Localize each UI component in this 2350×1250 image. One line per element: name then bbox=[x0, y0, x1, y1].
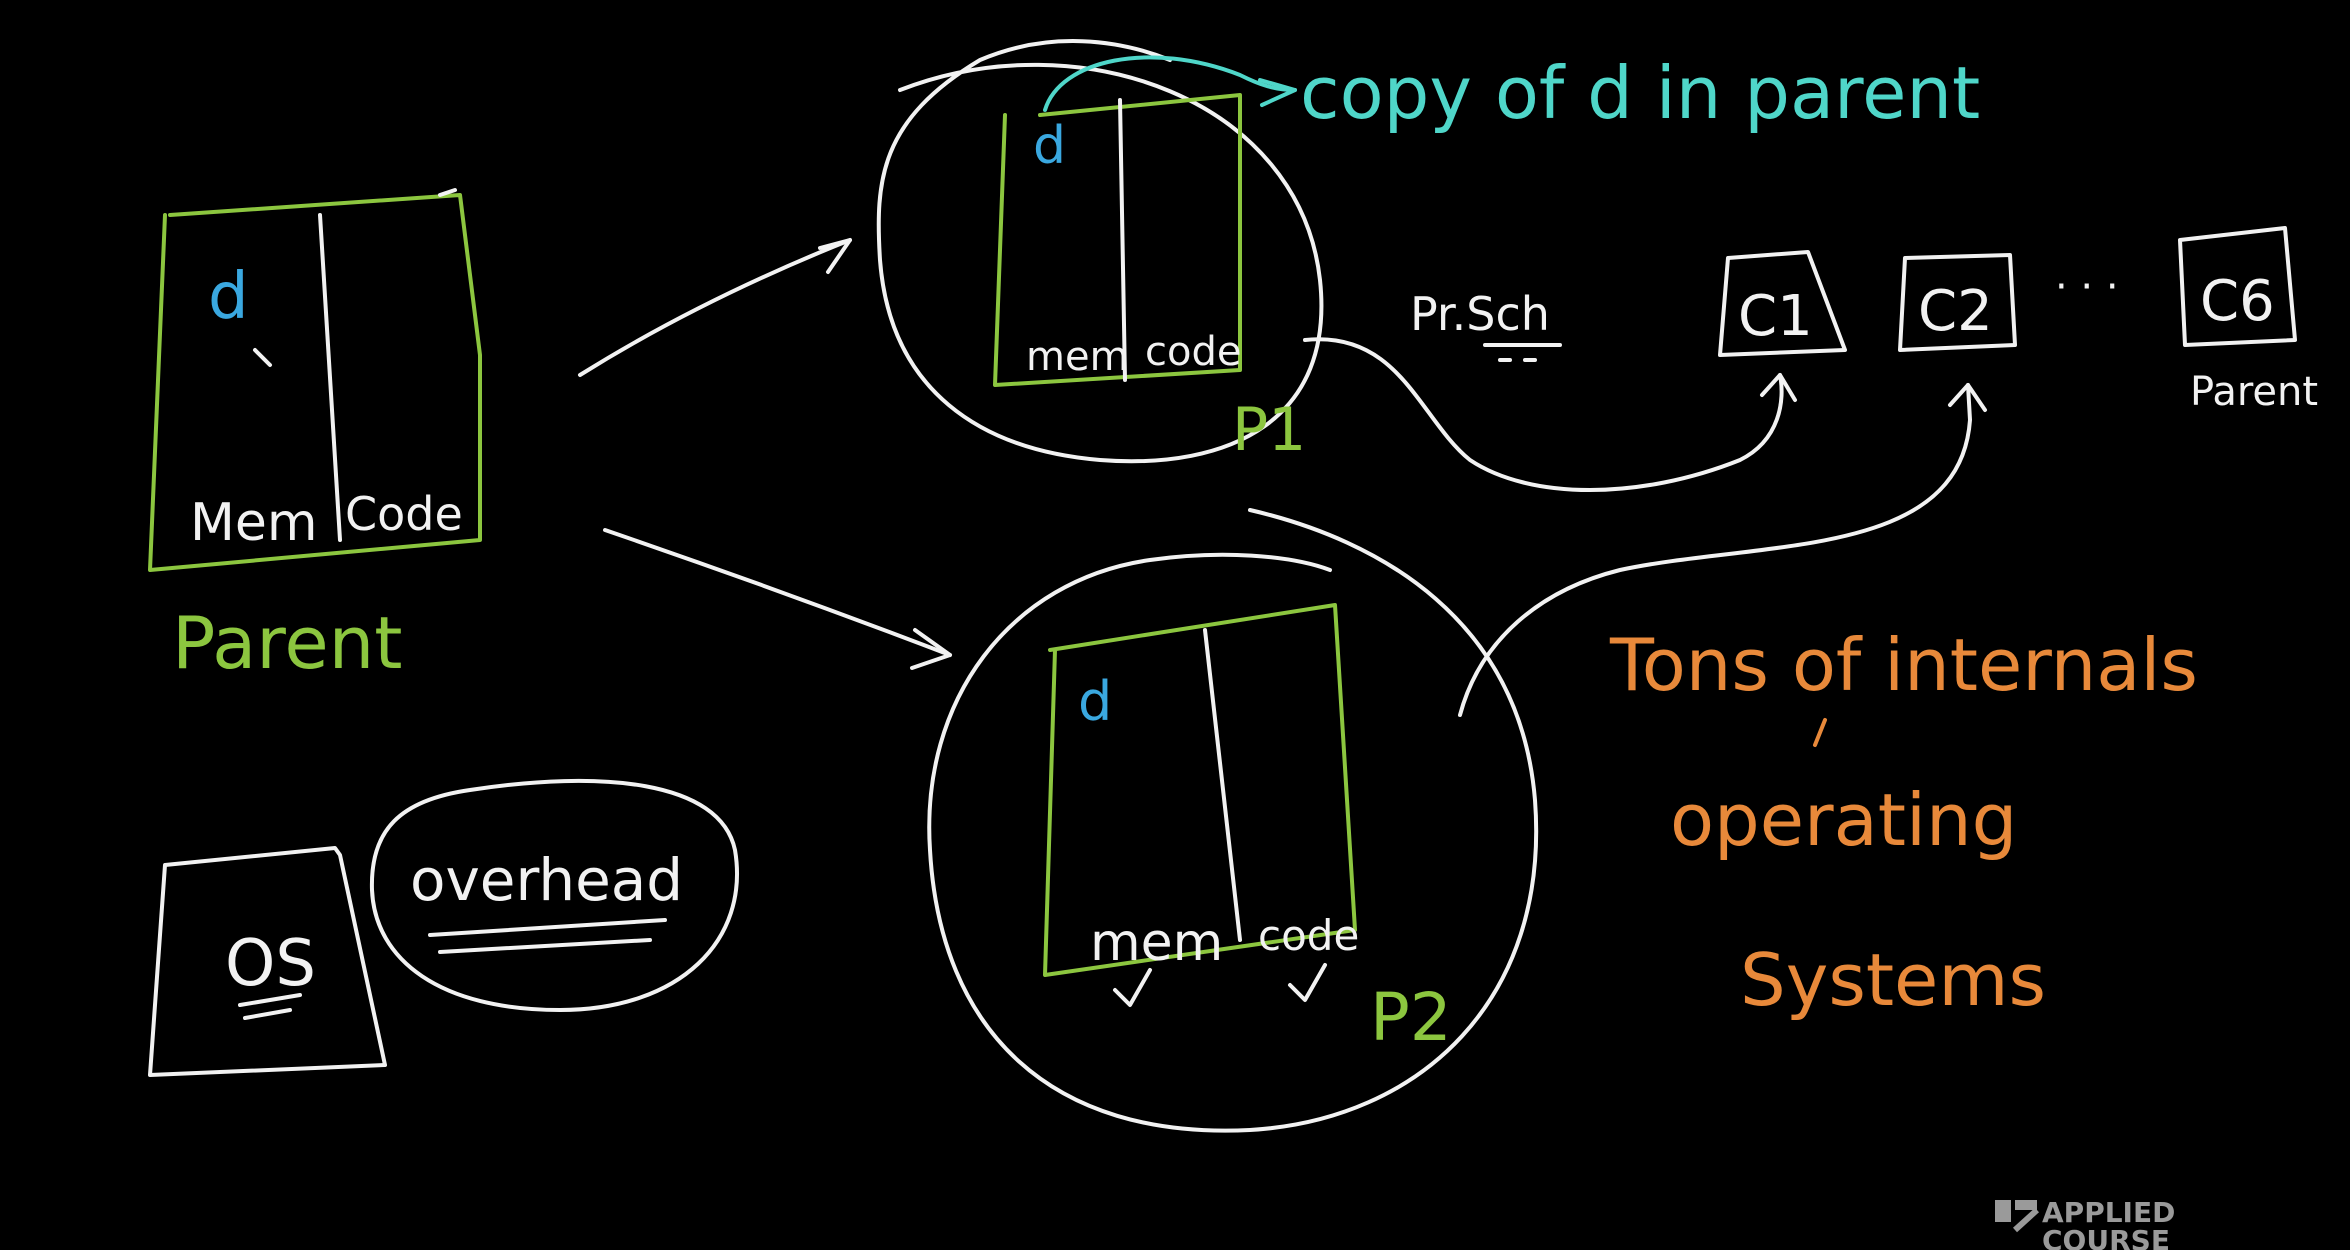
applied-course-logo: APPLIED COURSE bbox=[1995, 1196, 2175, 1250]
p2-code-label: code bbox=[1258, 911, 1359, 960]
os-box: OS bbox=[148, 846, 387, 1077]
p1-process: d mem code P1 bbox=[876, 39, 1324, 465]
note-line-1: Tons of internals bbox=[1609, 623, 2198, 707]
arrow-parent-to-p2 bbox=[603, 528, 952, 657]
parent-label: Parent bbox=[172, 601, 402, 685]
p2-process: d mem code P2 bbox=[927, 508, 1539, 1133]
core-c1-label: C1 bbox=[1738, 284, 1813, 349]
core-c1: C1 bbox=[1718, 250, 1847, 357]
note-line-2: operating bbox=[1670, 778, 2017, 862]
p2-var-d: d bbox=[1078, 670, 1112, 733]
core-c2-label: C2 bbox=[1918, 279, 1993, 344]
core-c2: C2 bbox=[1898, 253, 2017, 352]
os-label: OS bbox=[225, 927, 316, 1001]
arrow-p1-to-c1 bbox=[1303, 337, 1784, 492]
arrow-p2-to-c2 bbox=[1458, 383, 1972, 717]
note-line-3: Systems bbox=[1740, 938, 2046, 1022]
arrow-parent-to-p1 bbox=[578, 238, 852, 377]
p1-var-d: d bbox=[1033, 116, 1066, 176]
parent-process-box: d Mem Code bbox=[148, 188, 482, 572]
core-c6: C6 bbox=[2178, 226, 2297, 347]
core-c6-label: C6 bbox=[2200, 269, 2275, 334]
check-mem bbox=[1113, 968, 1152, 1007]
overhead-label: overhead bbox=[410, 846, 683, 914]
parent-code-label: Code bbox=[345, 487, 463, 541]
brand-line-1: APPLIED bbox=[2042, 1196, 2175, 1229]
p2-label: P2 bbox=[1370, 979, 1452, 1056]
pen-cursor bbox=[253, 348, 272, 367]
check-code bbox=[1288, 963, 1327, 1002]
p1-mem-label: mem bbox=[1026, 334, 1129, 380]
copy-annotation: copy of d in parent bbox=[1300, 51, 1980, 135]
p1-label: P1 bbox=[1232, 395, 1306, 465]
core-dots: · · · bbox=[2055, 264, 2119, 310]
scheduler-label: Pr.Sch bbox=[1410, 287, 1550, 341]
core-c6-note: Parent bbox=[2190, 369, 2318, 415]
parent-mem-label: Mem bbox=[190, 493, 318, 553]
overhead-bubble: overhead bbox=[369, 778, 739, 1012]
brand-line-2: COURSE bbox=[2042, 1224, 2170, 1250]
parent-var-d: d bbox=[208, 260, 249, 334]
p2-mem-label: mem bbox=[1090, 913, 1223, 973]
p1-code-label: code bbox=[1145, 329, 1241, 375]
annotation-arrow bbox=[1043, 55, 1297, 112]
